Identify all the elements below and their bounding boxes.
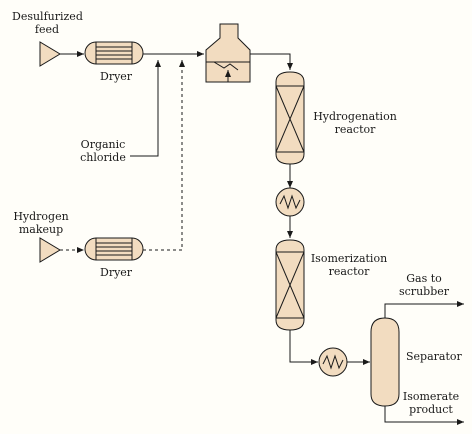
- separator-vessel: [370, 317, 400, 407]
- dryer-bottom: [84, 237, 144, 261]
- cooler-2: [318, 347, 348, 377]
- label-dryer-bottom: Dryer: [100, 266, 133, 279]
- feed-source-icon: [39, 41, 61, 67]
- label-dryer-top: Dryer: [100, 70, 133, 83]
- cooler-1: [275, 187, 305, 217]
- label-hydrogen-makeup: Hydrogen makeup: [13, 210, 69, 236]
- hydrogenation-reactor: [275, 71, 305, 165]
- label-separator: Separator: [406, 350, 462, 363]
- isomerization-reactor: [275, 239, 305, 331]
- label-hydrogenation-reactor: Hydrogenation reactor: [313, 110, 397, 136]
- label-organic-chloride: Organic chloride: [80, 138, 126, 164]
- label-desulfurized-feed: Desulfurized feed: [12, 10, 83, 36]
- label-isomerate-product: Isomerate product: [402, 390, 460, 416]
- label-isomerization-reactor: Isomerization reactor: [310, 252, 388, 278]
- hydrogen-source-icon: [39, 237, 61, 263]
- label-gas-to-scrubber: Gas to scrubber: [399, 272, 449, 298]
- dryer-top: [84, 41, 144, 65]
- feed-heater: [205, 23, 251, 83]
